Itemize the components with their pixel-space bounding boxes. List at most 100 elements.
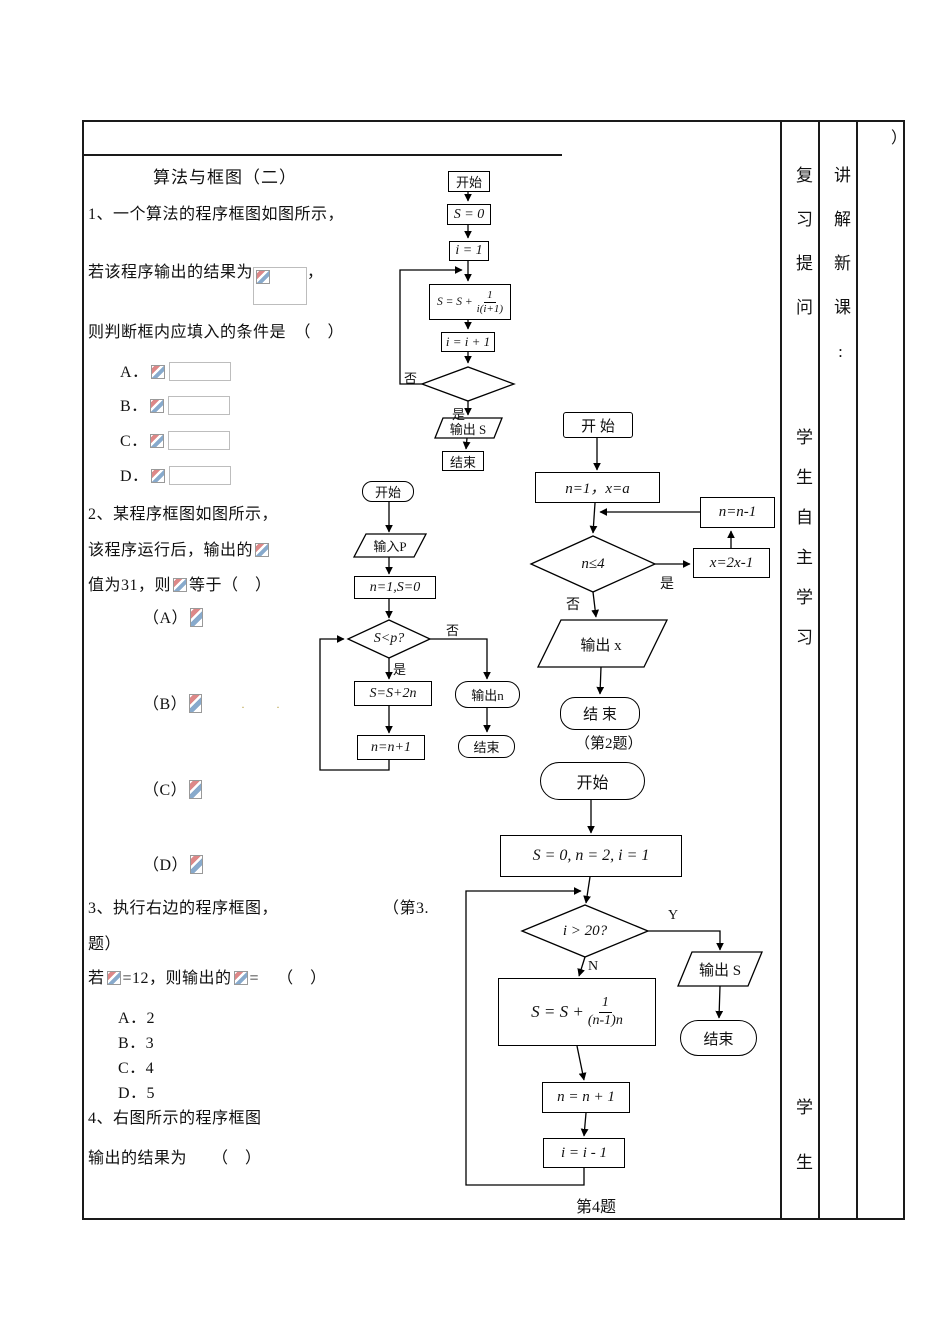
broken-image-icon	[150, 469, 165, 483]
fc4-sum-node: S = S + 1(n-1)n	[498, 978, 656, 1046]
image-placeholder-box	[167, 396, 230, 415]
q3-option-c: C．4	[118, 1060, 155, 1077]
fc1-end-node: 结束	[442, 451, 484, 471]
sidebar-selfstudy-label: 学生自主学习	[793, 428, 812, 668]
fc4-caption: 第4题	[576, 1199, 617, 1216]
fc2-yes-label: 是	[393, 662, 407, 677]
table-vline-2	[818, 120, 820, 1220]
flowchart-4: 开始 S = 0, n = 2, i = 1 i > 20? Y N 输出 S …	[458, 753, 780, 1218]
fc4-decrement-node: i = i - 1	[543, 1138, 625, 1168]
q3-line3-paren: （ ）	[277, 970, 327, 987]
fc2-init-node: n=1,S=0	[354, 576, 436, 599]
q2-line1: 2、某程序框图如图所示，	[88, 506, 279, 523]
broken-image-icon	[189, 694, 203, 713]
q1-option-b: B．	[120, 392, 230, 416]
q2-option-c-label: （C）	[143, 782, 188, 799]
flowchart-1-connectors	[399, 192, 516, 450]
fc4-condition-label: i > 20?	[562, 922, 608, 939]
fc2-decision-diamond	[346, 619, 432, 659]
fc3-decrement-node: n=n-1	[700, 497, 775, 528]
broken-image-icon	[173, 578, 188, 592]
q1-option-d: D．	[120, 462, 231, 486]
flowchart-4-connectors	[465, 800, 763, 1186]
fc1-fraction-numerator: 1	[484, 289, 496, 303]
top-right-mark: ）	[891, 130, 908, 147]
q1-option-d-label: D．	[120, 468, 149, 485]
fc2-output-node: 输出n	[455, 681, 520, 708]
q3-option-a: A．2	[118, 1010, 156, 1027]
broken-image-icon	[233, 971, 248, 985]
q4-line1: 4、右图所示的程序框图	[88, 1110, 262, 1127]
q2-option-a: （A）	[143, 604, 205, 628]
fc1-decision-diamond	[420, 366, 516, 402]
table-vline-1	[780, 120, 782, 1220]
fc3-init-node: n=1，x=a	[535, 472, 660, 503]
fc2-increment-node: n=n+1	[357, 735, 425, 760]
fc4-fraction-denominator: (n-1)n	[587, 1012, 623, 1028]
flowchart-3-connectors	[529, 438, 735, 695]
q1-option-a-label: A．	[120, 364, 149, 381]
fc3-yes-label: 是	[660, 577, 674, 592]
q3-option-d: D．5	[118, 1085, 156, 1102]
sidebar-teach-label: 讲解新课:	[831, 166, 850, 388]
fc2-input-label: 输入P	[373, 539, 407, 554]
q2-option-d: （D）	[143, 851, 205, 875]
sidebar-review-label: 复习提问	[793, 166, 812, 342]
q1-option-c-label: C．	[120, 433, 148, 450]
fc4-increment-node: n = n + 1	[542, 1082, 630, 1113]
image-placeholder-box	[168, 362, 231, 381]
table-header-line	[82, 154, 562, 156]
fc4-output-parallelogram	[677, 951, 763, 987]
table-vline-3	[856, 120, 858, 1220]
fc1-start-node: 开始	[448, 171, 490, 192]
fc3-no-label: 否	[566, 598, 580, 613]
image-placeholder-box	[167, 431, 230, 450]
q3-line3-eq: =	[249, 970, 260, 987]
fc4-end-node: 结束	[680, 1020, 757, 1056]
page-title: 算法与框图（二）	[153, 168, 297, 187]
broken-image-icon	[256, 270, 271, 284]
fc1-i1-node: i = 1	[449, 241, 489, 261]
fc3-output-parallelogram	[536, 619, 669, 668]
fc1-output-label: 输出 S	[449, 421, 487, 437]
q3-line3-mid: =12，则输出的	[122, 970, 232, 987]
broken-image-icon	[190, 855, 204, 874]
q2-option-d-label: （D）	[143, 857, 189, 874]
fc1-increment-node: i = i + 1	[441, 332, 495, 352]
q1-line3: 则判断框内应填入的条件是 （ ）	[88, 324, 345, 341]
image-placeholder-box	[168, 466, 231, 485]
fc3-end-node: 结 束	[560, 697, 640, 730]
q2-line2: 该程序运行后，输出的	[88, 536, 271, 560]
sidebar-student-label: 学生	[793, 1098, 812, 1208]
q3-line3-pre: 若	[88, 970, 105, 987]
q3-note: （第3.	[383, 900, 430, 917]
fc1-s0-node: S = 0	[447, 204, 491, 225]
q1-line2-comma: ，	[307, 264, 324, 281]
q1-line2-text: 若该程序输出的结果为	[88, 264, 254, 281]
fc3-decision-diamond	[529, 535, 657, 593]
broken-image-icon	[106, 971, 121, 985]
broken-image-icon	[189, 780, 203, 799]
broken-image-icon	[150, 365, 165, 379]
fc4-yes-label: Y	[668, 908, 679, 923]
fc4-start-node: 开始	[540, 762, 645, 800]
fc3-multiply-node: x=2x-1	[693, 548, 770, 578]
q1-line2: 若该程序输出的结果为 ，	[88, 258, 324, 305]
q2-line3-post: 等于（ ）	[189, 577, 272, 594]
q3-line3: 若 =12，则输出的 = （ ）	[88, 964, 327, 988]
fc1-yes-label: 是	[452, 407, 466, 422]
q2-option-b-label: （B）	[143, 696, 188, 713]
q1-option-c: C．	[120, 427, 230, 451]
fc4-fraction-numerator: 1	[598, 995, 612, 1013]
q2-option-b: （B）	[143, 690, 204, 714]
image-placeholder-box	[253, 267, 308, 305]
broken-image-icon	[190, 608, 204, 627]
broken-image-icon	[255, 543, 270, 557]
q1-option-b-label: B．	[120, 398, 148, 415]
fc4-decision-diamond	[520, 904, 650, 958]
q2-line3: 值为31，则等于（ ）	[88, 571, 272, 595]
